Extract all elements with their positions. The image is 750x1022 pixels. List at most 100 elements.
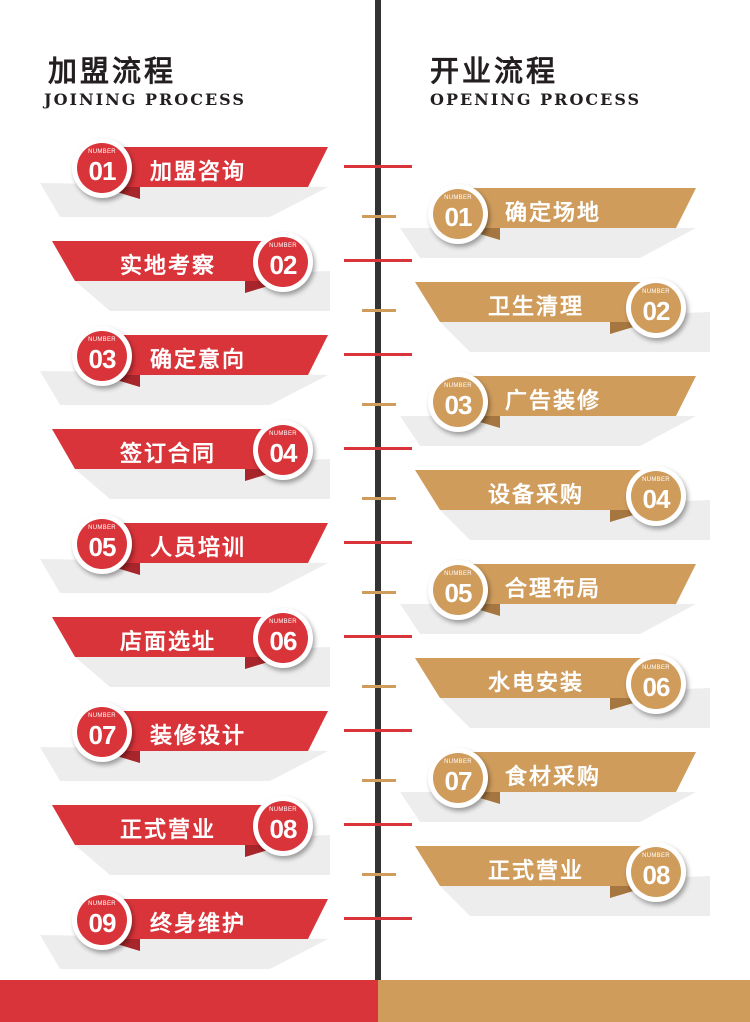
number-caption: NUMBER — [88, 149, 116, 155]
number-badge-disc — [631, 847, 681, 897]
number-caption: NUMBER — [642, 477, 670, 483]
opening-subtitle: OPENING PROCESS — [430, 90, 642, 109]
number-badge-disc — [433, 377, 483, 427]
ribbon-band — [100, 147, 328, 187]
left-step-label: 装修设计 — [150, 724, 247, 749]
step-number: 04 — [642, 484, 671, 514]
timeline-divider — [375, 0, 381, 1022]
opening-title: 开业流程 — [430, 54, 559, 88]
number-badge-disc — [77, 143, 127, 193]
left-connector-tick — [344, 447, 412, 450]
right-connector-tick — [362, 403, 396, 406]
ribbon-band — [52, 241, 285, 281]
right-connector-tick — [362, 497, 396, 500]
joining-subtitle: JOINING PROCESS — [44, 90, 246, 109]
number-badge-disc — [631, 471, 681, 521]
right-step-label: 合理布局 — [505, 577, 602, 602]
right-connector-tick — [362, 215, 396, 218]
number-caption: NUMBER — [88, 337, 116, 343]
step-number: 08 — [642, 860, 671, 890]
ribbon-band — [52, 429, 285, 469]
ribbon-band — [100, 335, 328, 375]
left-step-label: 终身维护 — [150, 912, 247, 937]
step-number: 05 — [88, 532, 117, 562]
step-number: 02 — [642, 296, 671, 326]
ribbon-band — [52, 617, 285, 657]
left-connector-tick — [344, 823, 412, 826]
number-caption: NUMBER — [444, 571, 472, 577]
step-number: 03 — [88, 344, 117, 374]
right-step-label: 广告装修 — [505, 389, 602, 414]
right-step-ribbon — [415, 658, 710, 728]
right-step-ribbon — [415, 470, 710, 540]
number-caption: NUMBER — [269, 619, 297, 625]
number-caption: NUMBER — [269, 431, 297, 437]
left-connector-tick — [344, 729, 412, 732]
number-badge-disc — [258, 237, 308, 287]
right-step-label: 正式营业 — [488, 859, 585, 884]
step-number: 06 — [642, 672, 671, 702]
right-step-label: 水电安装 — [488, 671, 585, 696]
right-step-label: 食材采购 — [505, 765, 602, 790]
right-step-label: 设备采购 — [488, 483, 585, 508]
ribbon-band — [460, 188, 696, 228]
left-connector-tick — [344, 635, 412, 638]
number-caption: NUMBER — [88, 713, 116, 719]
number-badge-disc — [258, 425, 308, 475]
number-badge-disc — [77, 707, 127, 757]
step-number: 02 — [269, 250, 298, 280]
ribbon-band — [100, 711, 328, 751]
number-badge-disc — [258, 613, 308, 663]
number-caption: NUMBER — [269, 243, 297, 249]
left-step-label: 店面选址 — [120, 630, 217, 655]
left-step-label: 签订合同 — [120, 442, 217, 467]
left-connector-tick — [344, 165, 412, 168]
left-step-label: 正式营业 — [120, 818, 217, 843]
footer-band-right — [378, 980, 750, 1022]
number-caption: NUMBER — [642, 665, 670, 671]
number-caption: NUMBER — [444, 383, 472, 389]
number-badge-disc — [258, 801, 308, 851]
step-number: 03 — [444, 390, 473, 420]
number-caption: NUMBER — [444, 195, 472, 201]
left-step-label: 人员培训 — [150, 536, 247, 561]
right-step-label: 卫生清理 — [488, 295, 585, 320]
step-number: 06 — [269, 626, 298, 656]
right-connector-tick — [362, 591, 396, 594]
right-step-ribbon — [415, 846, 710, 916]
right-connector-tick — [362, 873, 396, 876]
number-badge-disc — [77, 331, 127, 381]
left-step-ribbon — [40, 899, 328, 969]
left-step-ribbon — [40, 335, 328, 405]
number-caption: NUMBER — [88, 525, 116, 531]
step-number: 07 — [444, 766, 473, 796]
left-connector-tick — [344, 259, 412, 262]
ribbon-band — [415, 282, 650, 322]
